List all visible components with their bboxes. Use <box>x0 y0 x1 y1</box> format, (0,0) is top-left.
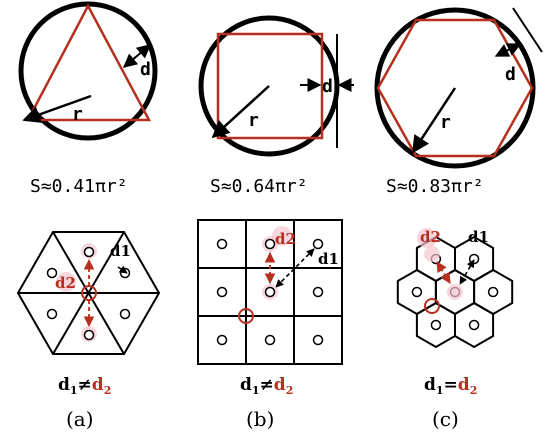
radius-arrow-a <box>22 94 92 123</box>
highlight-a-3 <box>56 272 76 292</box>
panel-c-bottom-overlay: d2 d1 d1=d2 (c) <box>417 228 489 431</box>
corner-node-b <box>238 308 254 324</box>
panel-label-a: (a) <box>66 407 94 431</box>
d1-arrow-a <box>117 265 128 274</box>
node-b-3 <box>312 238 324 250</box>
node-a-3 <box>46 267 58 279</box>
node-c-3 <box>411 286 423 298</box>
d2-label-c: d2 <box>420 228 441 246</box>
node-b-2 <box>264 238 276 250</box>
node-a-6 <box>83 329 95 341</box>
node-c-6 <box>430 319 442 331</box>
d-arrow-a <box>122 44 152 68</box>
d-label-c: d <box>505 64 516 85</box>
node-b-6 <box>312 286 324 298</box>
highlight-c-1 <box>424 246 440 262</box>
panel-a-top: r d S≈0.41πr² <box>18 1 158 197</box>
triangle-a <box>25 3 152 122</box>
d-label-b: d <box>322 76 333 97</box>
relation-a: d1≠d2 <box>58 375 111 397</box>
node-c-7 <box>468 319 480 331</box>
d1-label-a: d1 <box>110 242 131 260</box>
circle-a <box>18 1 158 141</box>
panel-b-bottom: d2 d1 d1≠d2 (b) <box>197 219 343 431</box>
panel-label-c: (c) <box>432 407 459 431</box>
d2-label-a: d2 <box>55 274 76 292</box>
radius-arrow-c <box>411 87 457 154</box>
d1-label-c: d1 <box>468 228 489 246</box>
node-b-5 <box>264 286 276 298</box>
node-a-4 <box>46 308 58 320</box>
node-b-4 <box>216 286 228 298</box>
node-a-5 <box>119 308 131 320</box>
d1-arrow-b <box>275 248 315 288</box>
radius-label-b: r <box>248 110 259 131</box>
node-b-8 <box>264 334 276 346</box>
node-c-2 <box>468 253 480 265</box>
node-b-7 <box>216 334 228 346</box>
node-b-1 <box>216 238 228 250</box>
d-label-a: d <box>140 59 151 80</box>
relation-b: d1≠d2 <box>240 375 293 397</box>
grid-outline-b <box>197 219 343 365</box>
hex-cell-c-7 <box>454 301 495 349</box>
d1-label-b: d1 <box>318 250 339 268</box>
area-label-c: S≈0.83πr² <box>386 176 484 197</box>
area-label-a: S≈0.41πr² <box>30 176 128 197</box>
area-label-b: S≈0.64πr² <box>210 176 308 197</box>
radius-arrow-b <box>211 85 270 139</box>
tangent-line-c <box>512 7 543 53</box>
node-a-1 <box>83 246 95 258</box>
vertex-node-c <box>424 298 440 314</box>
panel-label-b: (b) <box>246 407 274 431</box>
node-c-5 <box>487 286 499 298</box>
node-b-9 <box>312 334 324 346</box>
panel-c-top: r d S≈0.83πr² <box>374 7 543 197</box>
radius-label-a: r <box>72 104 83 125</box>
highlight-b-3 <box>272 226 292 246</box>
highlight-c-3 <box>417 228 437 248</box>
panel-b-top: r d S≈0.64πr² <box>198 15 354 197</box>
panel-a-bottom: d1 d2 d1≠d2 (a) <box>16 231 161 431</box>
d2-label-b: d2 <box>275 230 296 248</box>
hexagon-c <box>376 18 534 158</box>
d-arrow-c <box>494 43 522 57</box>
relation-c: d1=d2 <box>424 375 477 397</box>
d1-arrow-c <box>459 259 475 285</box>
square-b <box>216 32 324 140</box>
highlight-c-2 <box>447 284 463 300</box>
radius-label-c: r <box>440 112 451 133</box>
